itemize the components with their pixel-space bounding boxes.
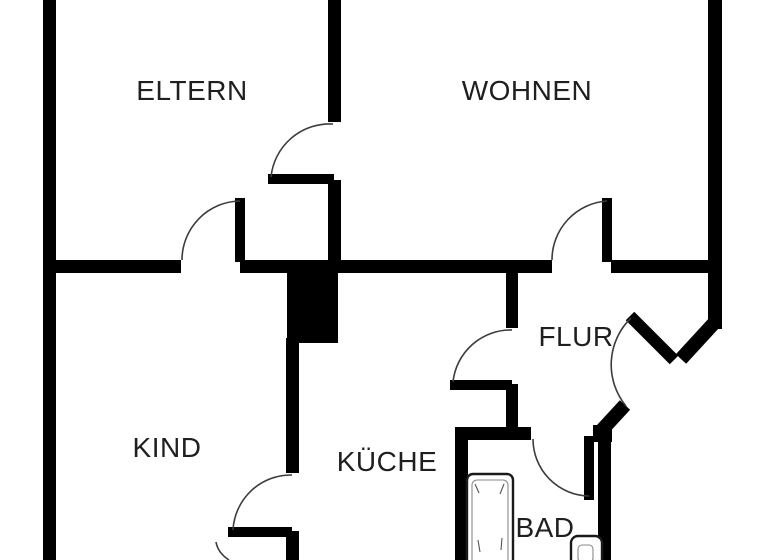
wall-corridor-d — [611, 260, 715, 273]
room-label-wohnen: WOHNEN — [462, 75, 593, 106]
fixtures — [465, 472, 604, 560]
door-flur-kueche — [450, 329, 513, 390]
door-swing-arc — [270, 123, 334, 178]
door-swing-arc — [551, 200, 608, 261]
wall-corridor-b — [240, 260, 292, 273]
washbasin — [569, 534, 604, 560]
door-eltern-hall — [181, 198, 245, 262]
bathtub-marks — [474, 483, 505, 553]
wall-bad-top — [455, 427, 531, 440]
door-kind-kueche — [215, 474, 293, 560]
washbasin-bowl — [577, 544, 594, 560]
wall-kueche-flur-upper — [506, 266, 518, 328]
wall-bad-right — [598, 430, 611, 560]
room-label-bad: BAD — [515, 512, 574, 543]
room-label-eltern: ELTERN — [136, 75, 247, 106]
wall-kueche-bad — [455, 427, 468, 560]
wall-eltern-wohnen-upper — [328, 0, 341, 122]
door-wohnen-hall — [551, 198, 612, 262]
door-leaf — [602, 198, 612, 262]
door-leaf — [625, 311, 679, 365]
door-leaf — [584, 436, 594, 500]
bathtub — [465, 472, 515, 560]
door-swing-arc-tail — [215, 541, 230, 560]
doors — [181, 123, 679, 560]
door-swing-arc — [232, 474, 293, 531]
room-labels: ELTERN WOHNEN KIND KÜCHE FLUR BAD — [133, 75, 614, 543]
wall-kind-kueche-upper — [286, 338, 299, 473]
room-label-flur: FLUR — [538, 321, 613, 352]
room-label-kind: KIND — [133, 432, 202, 463]
room-label-kueche: KÜCHE — [337, 446, 438, 477]
bathtub-inner-line — [471, 479, 509, 560]
outer-walls — [43, 0, 722, 560]
wall-entrance-chamfer-upper — [675, 317, 721, 364]
wall-outer-right — [708, 0, 722, 329]
wall-chimney-block — [287, 260, 338, 343]
door-swing-arc — [181, 200, 241, 261]
door-swing-arc — [532, 438, 590, 497]
washbasin-outline — [569, 534, 604, 560]
wall-eltern-wohnen-lower — [328, 180, 341, 266]
door-leaf — [268, 174, 334, 184]
wall-kueche-flur-lower — [506, 384, 518, 440]
door-entrance — [610, 311, 679, 407]
wall-kind-kueche-lower — [286, 531, 299, 560]
door-leaf — [450, 380, 512, 390]
door-swing-arc — [610, 317, 632, 407]
inner-walls — [43, 0, 715, 560]
door-eltern-wohnen — [268, 123, 334, 184]
door-swing-arc — [452, 329, 513, 383]
wall-outer-left — [43, 0, 56, 560]
door-leaf — [235, 198, 245, 262]
wall-corridor-c — [332, 260, 552, 273]
door-leaf — [228, 527, 292, 537]
door-bad — [532, 436, 594, 500]
wall-corridor-a — [43, 260, 181, 273]
bathtub-outline — [465, 472, 515, 560]
